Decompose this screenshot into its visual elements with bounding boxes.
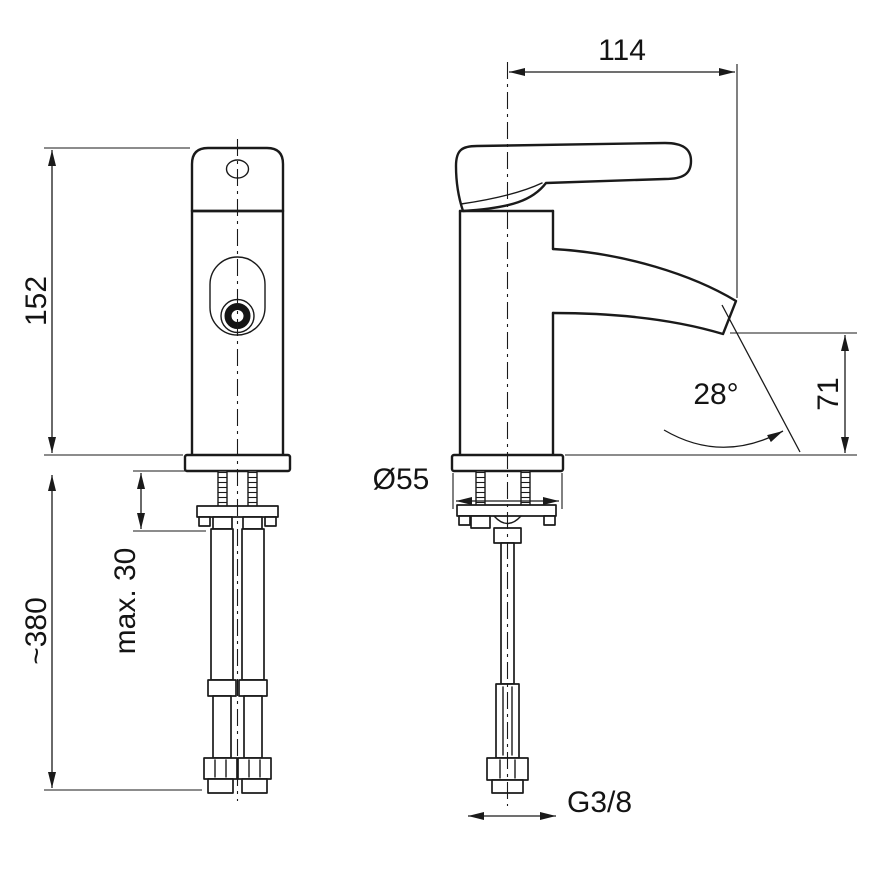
dimension-angle-28: 28°: [663, 304, 801, 453]
faucet-cap-front: [190, 146, 285, 213]
lever-handle: [454, 141, 693, 213]
dim-label-base-diameter: Ø55: [373, 463, 430, 496]
flex-hose-left: [203, 528, 238, 794]
dimension-base-diameter-55: Ø55: [373, 463, 563, 509]
dimension-reach-114: 114: [509, 34, 738, 298]
dimension-below-deck-380: ~380: [20, 475, 202, 791]
dim-label-deck-thickness: max. 30: [109, 548, 142, 655]
spout: [551, 247, 738, 336]
mounting-nut: [212, 516, 233, 530]
flex-hose-right: [237, 528, 272, 794]
dim-label-thread: G3/8: [567, 786, 632, 819]
dimension-deck-thickness-max30: max. 30: [109, 470, 206, 655]
dim-label-below-deck: ~380: [20, 597, 53, 665]
dimension-height-152: 152: [20, 147, 190, 456]
mounting-nut: [470, 515, 491, 529]
front-view: [183, 139, 292, 801]
dim-label-reach: 114: [598, 34, 646, 67]
dimension-thread-g38: G3/8: [468, 786, 632, 820]
handle-pivot-line: [460, 182, 543, 205]
dim-label-spout-angle: 28°: [693, 378, 738, 411]
dimension-spout-height-71: 71: [565, 332, 857, 456]
mounting-nut: [242, 516, 263, 530]
flex-hose-side: [486, 527, 529, 794]
dim-label-spout-height: 71: [812, 377, 845, 410]
dim-label-height: 152: [20, 276, 53, 326]
side-view: [450, 62, 738, 806]
